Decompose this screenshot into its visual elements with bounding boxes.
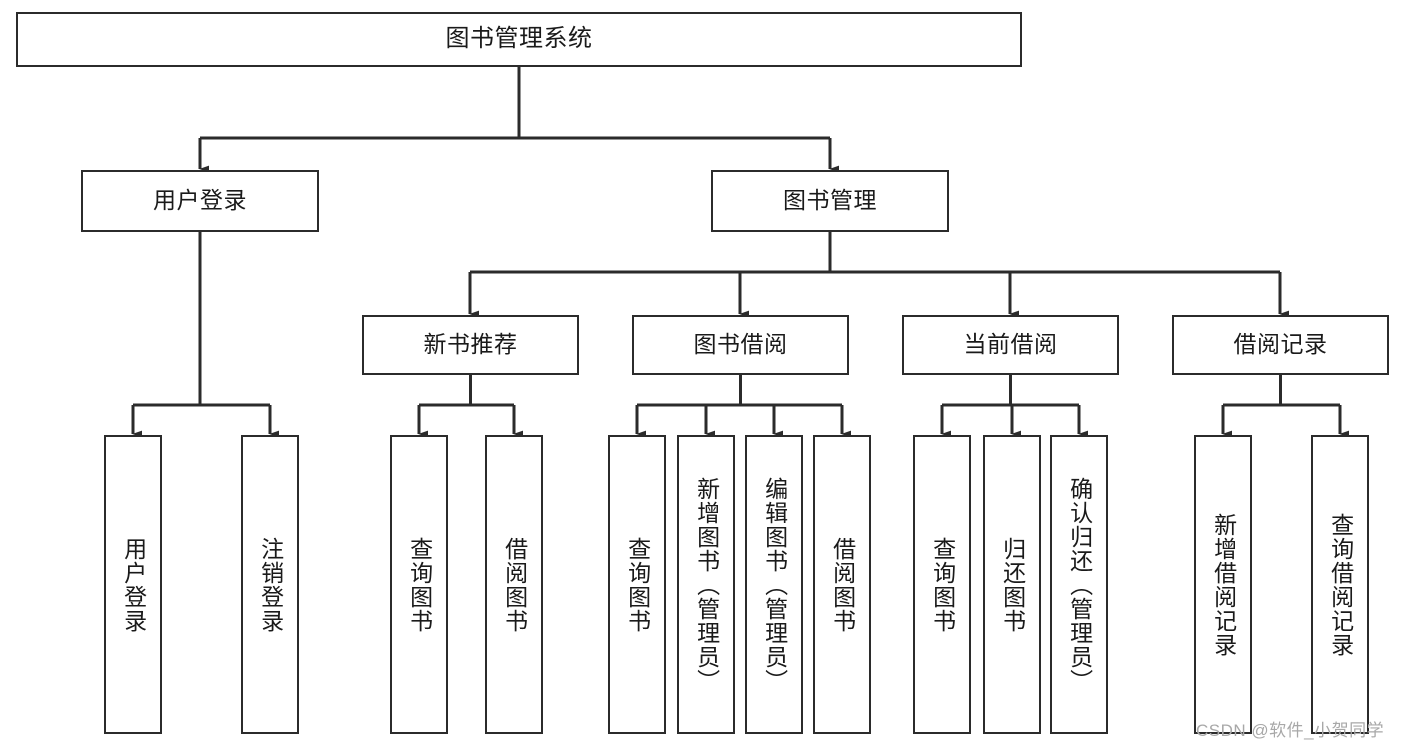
node-label: 确认归还（管理员） — [1066, 476, 1093, 693]
node-book-borrow[interactable]: 图书借阅 — [632, 315, 849, 375]
leaf-edit-book[interactable]: 编辑图书（管理员） — [745, 435, 803, 734]
leaf-query-book-recommend[interactable]: 查询图书 — [390, 435, 448, 734]
node-label: 借阅图书 — [501, 536, 528, 633]
leaf-add-book[interactable]: 新增图书（管理员） — [677, 435, 735, 734]
node-label: 新增图书（管理员） — [693, 476, 720, 693]
node-label: 新书推荐 — [423, 331, 518, 358]
node-borrow-record[interactable]: 借阅记录 — [1172, 315, 1389, 375]
leaf-borrow-book-recommend[interactable]: 借阅图书 — [485, 435, 543, 734]
node-label: 图书管理 — [783, 187, 877, 214]
leaf-confirm-return[interactable]: 确认归还（管理员） — [1050, 435, 1108, 734]
node-label: 借阅图书 — [829, 536, 856, 633]
leaf-query-book-borrow[interactable]: 查询图书 — [608, 435, 666, 734]
node-book-management[interactable]: 图书管理 — [711, 170, 949, 232]
node-root[interactable]: 图书管理系统 — [16, 12, 1022, 67]
node-label: 查询图书 — [624, 536, 651, 633]
leaf-logout-login[interactable]: 注销登录 — [241, 435, 299, 734]
node-label: 归还图书 — [999, 536, 1026, 633]
connector-lines — [131, 67, 1350, 438]
leaf-borrow-book[interactable]: 借阅图书 — [813, 435, 871, 734]
leaf-query-borrow-record[interactable]: 查询借阅记录 — [1311, 435, 1369, 734]
node-current-borrow[interactable]: 当前借阅 — [902, 315, 1119, 375]
leaf-return-book[interactable]: 归还图书 — [983, 435, 1041, 734]
node-label: 用户登录 — [153, 187, 247, 214]
node-label: 图书管理系统 — [445, 25, 593, 53]
node-label: 注销登录 — [257, 536, 284, 633]
node-label: 借阅记录 — [1233, 331, 1328, 358]
node-label: 查询图书 — [406, 536, 433, 633]
node-label: 用户登录 — [120, 536, 147, 633]
node-new-book-recommend[interactable]: 新书推荐 — [362, 315, 579, 375]
node-label: 查询图书 — [929, 536, 956, 633]
node-label: 查询借阅记录 — [1327, 512, 1354, 657]
leaf-user-login[interactable]: 用户登录 — [104, 435, 162, 734]
node-user-login[interactable]: 用户登录 — [81, 170, 319, 232]
node-label: 当前借阅 — [963, 331, 1058, 358]
leaf-query-book-current[interactable]: 查询图书 — [913, 435, 971, 734]
leaf-add-borrow-record[interactable]: 新增借阅记录 — [1194, 435, 1252, 734]
node-label: 编辑图书（管理员） — [761, 476, 788, 693]
node-label: 新增借阅记录 — [1210, 512, 1237, 657]
node-label: 图书借阅 — [693, 331, 788, 358]
